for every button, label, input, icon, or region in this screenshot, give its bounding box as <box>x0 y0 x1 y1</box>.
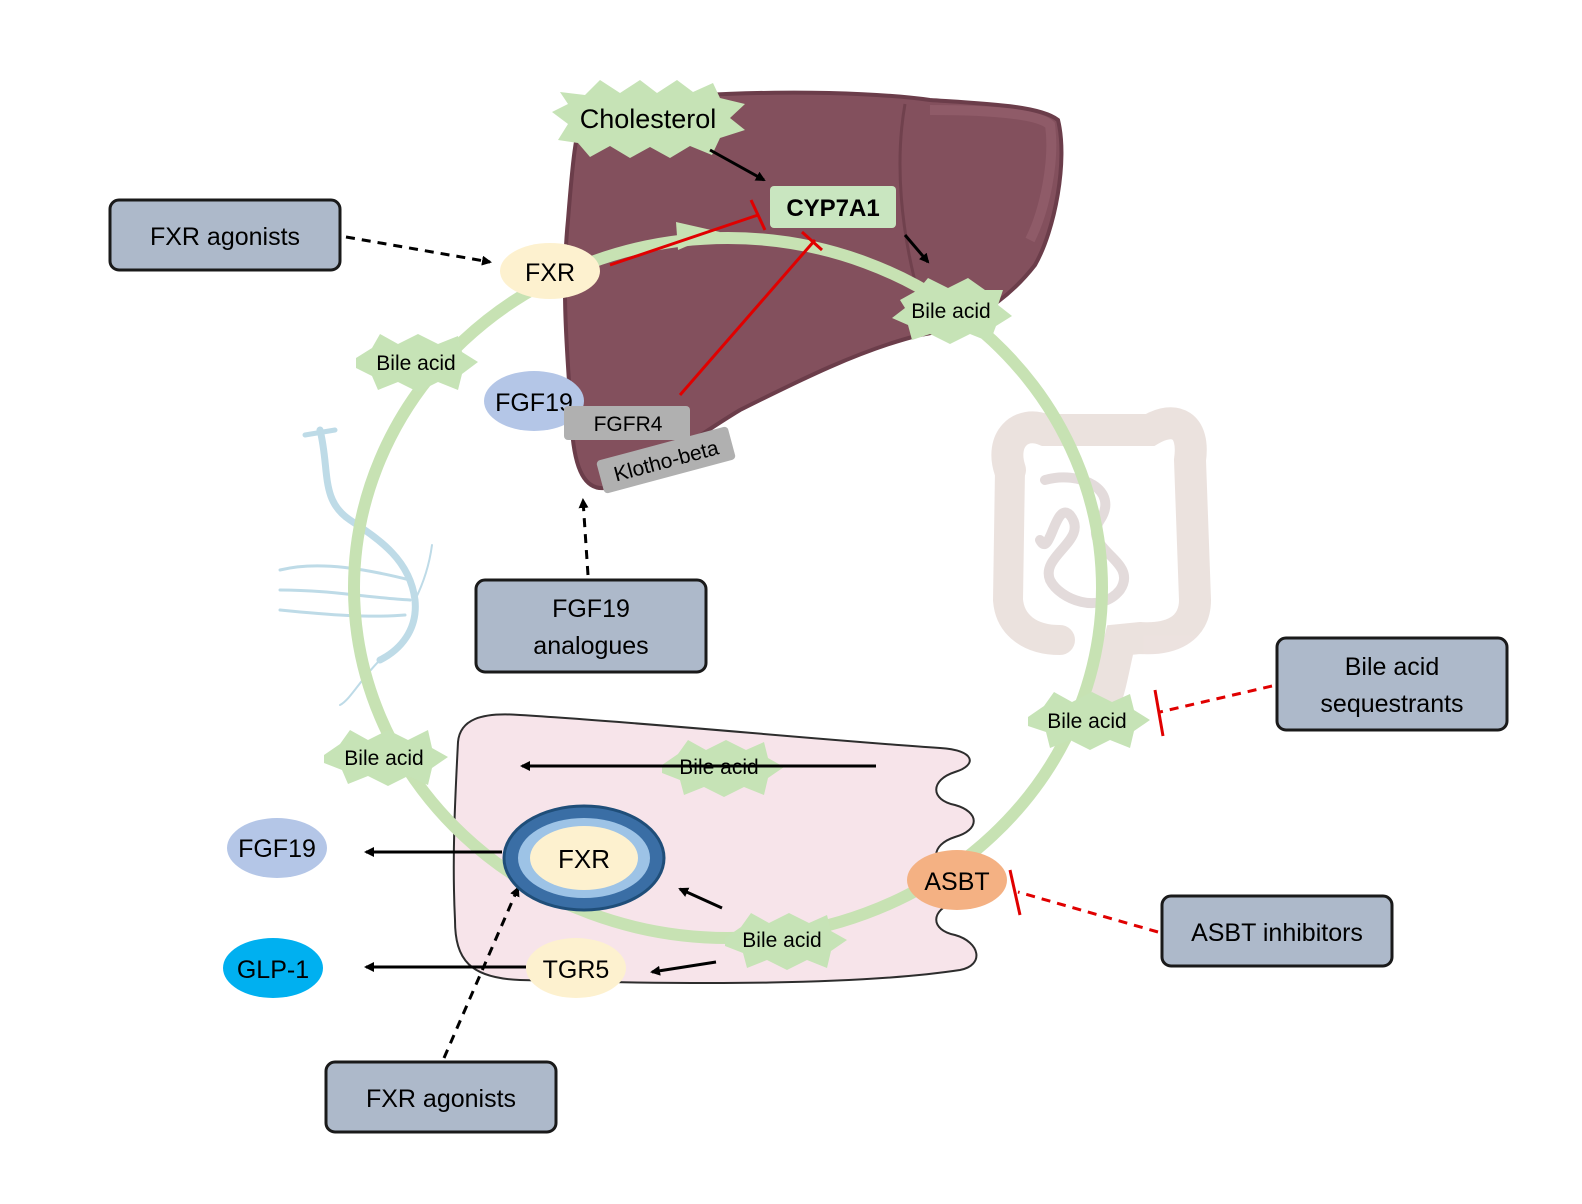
bile-acid-sequestrants-label-line1: Bile acid <box>1345 653 1440 681</box>
colon-shape <box>991 407 1212 716</box>
cyp7a1-to-bile-acid-arrow <box>903 234 930 264</box>
fxr-liver-label: FXR <box>525 259 575 287</box>
duct-branch-5 <box>414 544 433 601</box>
liver-shape <box>562 90 1064 491</box>
small-intestine-shape <box>1035 472 1130 609</box>
bile-acid-label-cell-bottom: Bile acid <box>742 929 821 952</box>
liver-highlight <box>929 105 1057 243</box>
fgf19-analogues-label-line2: analogues <box>533 632 648 660</box>
tgr5-ellipse <box>526 938 626 998</box>
tgr5-label: TGR5 <box>543 956 610 984</box>
asbt-ellipse <box>907 850 1007 910</box>
fgf19-liver-ellipse <box>484 371 584 431</box>
sequestrants-inhibition-line <box>1159 684 1273 714</box>
duct-top <box>302 427 338 438</box>
cyp7a1-label: CYP7A1 <box>786 195 879 222</box>
fgf19-analogues-label-line1: FGF19 <box>552 595 630 623</box>
cholesterol-to-cyp7a1-arrow <box>709 148 766 182</box>
bile-acid-starburst-left-upper <box>356 334 478 392</box>
sequestrants-inhibition-bar <box>1153 689 1165 737</box>
duct-branch-4 <box>339 659 381 706</box>
bile-acid-starburst-cell-top <box>662 740 784 797</box>
arrows <box>364 148 930 976</box>
klotho-beta-box <box>596 426 736 494</box>
duct-branch-3 <box>278 608 407 618</box>
asbt-inhibitors-label: ASBT inhibitors <box>1191 919 1363 947</box>
fgf19-analogues-dashed-arrow <box>578 498 590 576</box>
bile-acid-label-right: Bile acid <box>1047 710 1126 733</box>
fgf19-liver-label: FGF19 <box>495 389 573 417</box>
bile-acid-starburst-liver <box>892 278 1012 344</box>
fxr-agonists-top-dashed-arrow <box>345 235 492 266</box>
bile-acid-to-fxr-arrow <box>678 887 723 910</box>
duct-branch-1 <box>278 564 412 582</box>
fxr-agonists-bottom-box <box>324 1060 558 1134</box>
fgfr4-label: FGFR4 <box>594 413 663 436</box>
dashed-arrows <box>345 235 590 1059</box>
glp1-ellipse <box>223 938 323 998</box>
fgf19-analogues-box <box>474 578 708 674</box>
fxr-liver-ellipse <box>500 243 600 299</box>
bile-acid-label-liver: Bile acid <box>911 300 990 323</box>
fxr-agonists-top-label: FXR agonists <box>150 223 300 251</box>
cholesterol-starburst <box>552 80 745 158</box>
fxr-inhibits-cyp7a1-bar <box>749 199 767 231</box>
bile-duct-illustration <box>278 426 433 706</box>
nucleus-fxr: FXR <box>502 804 666 912</box>
duct-main <box>316 426 419 664</box>
asbt-label: ASBT <box>924 868 989 896</box>
duct-branch-2 <box>278 588 412 602</box>
asbt-inhibitors-inhibition-line <box>1017 890 1159 934</box>
fgfr4-box <box>564 406 690 440</box>
fxr-nuclear-label: FXR <box>558 844 610 874</box>
liver-illustration <box>562 90 1064 491</box>
asbt-inhibitors-inhibition-bar <box>1008 869 1022 916</box>
bile-acid-sequestrants-label-line2: sequestrants <box>1320 690 1463 718</box>
fxr-inhibits-cyp7a1-line <box>609 213 759 267</box>
liver-lobe-line <box>898 103 922 301</box>
fxr-nuclear-ellipse <box>530 826 638 890</box>
glp1-label: GLP-1 <box>237 956 309 984</box>
bile-acid-sequestrants-box <box>1275 636 1509 732</box>
fxr-agonists-bottom-label: FXR agonists <box>366 1085 516 1113</box>
bile-acid-starburst-left-lower <box>324 730 448 786</box>
cholesterol-label: Cholesterol <box>580 104 717 134</box>
bile-acid-label-cell-top: Bile acid <box>679 756 758 779</box>
bile-acid-label-left-lower: Bile acid <box>344 747 423 770</box>
fgf19-secreted-ellipse <box>227 818 327 878</box>
fgfr4-inhibits-cyp7a1-line <box>678 239 817 396</box>
inhibition-lines <box>609 199 1273 934</box>
intestine-illustration <box>991 407 1212 716</box>
colon-ascending <box>992 455 1075 655</box>
fgfr4-inhibits-cyp7a1-bar <box>800 230 824 252</box>
cyp7a1-box <box>770 186 896 228</box>
bile-acid-starburst-right <box>1028 692 1150 750</box>
bile-acid-to-tgr5-arrow <box>650 960 717 976</box>
bile-acid-label-left-upper: Bile acid <box>376 352 455 375</box>
fxr-agonists-top-box <box>108 198 342 272</box>
bile-acid-starburst-cell-bottom <box>725 913 847 970</box>
fgf19-secreted-label: FGF19 <box>238 835 316 863</box>
asbt-inhibitors-box <box>1160 894 1394 968</box>
